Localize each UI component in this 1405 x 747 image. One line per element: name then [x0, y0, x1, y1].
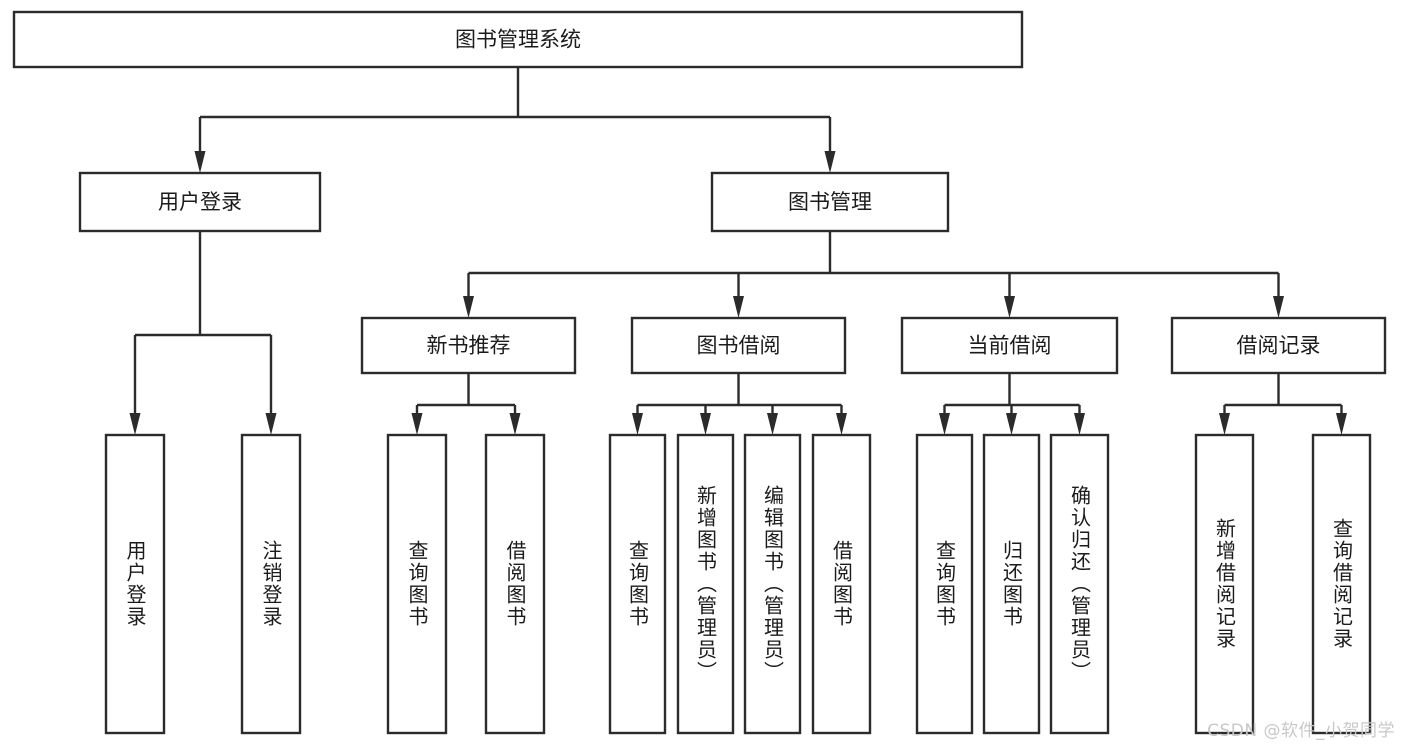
arrow-to-leaf-edit-book: [767, 413, 778, 435]
node-label-user-login: 用户登录: [158, 190, 242, 214]
arrow-to-book-borrow: [733, 296, 744, 318]
arrow-to-new-book-recommend: [463, 296, 474, 318]
node-box-book-borrow: [630, 316, 847, 375]
node-box-leaf-return-book: [982, 433, 1041, 735]
node-user-login[interactable]: 用户登录: [78, 171, 322, 233]
node-leaf-borrow-book[interactable]: [811, 433, 872, 735]
node-book-borrow[interactable]: 图书借阅: [630, 316, 847, 375]
node-leaf-add-borrow-record[interactable]: [1194, 433, 1255, 735]
arrow-to-leaf-borrow-book: [836, 413, 847, 435]
node-box-leaf-logout: [240, 433, 302, 735]
node-label-current-borrow: 当前借阅: [968, 334, 1052, 358]
node-label-book-borrow: 图书借阅: [697, 334, 781, 358]
node-leaf-query-book-current[interactable]: [915, 433, 974, 735]
arrow-to-leaf-borrow-book-recommend: [509, 413, 521, 435]
arrow-to-user-login: [194, 151, 206, 173]
node-label-new-book-recommend: 新书推荐: [427, 334, 511, 358]
arrow-to-leaf-query-book-current: [939, 413, 950, 435]
arrow-to-leaf-add-book: [700, 413, 711, 435]
node-new-book-recommend[interactable]: 新书推荐: [360, 316, 577, 375]
node-box-leaf-user-login: [104, 433, 166, 735]
node-box-root: [12, 10, 1024, 69]
node-box-leaf-add-borrow-record: [1194, 433, 1255, 735]
node-leaf-confirm-return[interactable]: [1049, 433, 1110, 735]
node-box-leaf-query-book-current: [915, 433, 974, 735]
arrow-to-leaf-return-book: [1006, 413, 1017, 435]
arrow-to-leaf-confirm-return: [1074, 413, 1085, 435]
arrow-to-leaf-query-book-borrow: [632, 413, 643, 435]
node-box-leaf-confirm-return: [1049, 433, 1110, 735]
node-label-book-manage: 图书管理: [788, 190, 872, 214]
node-label-borrow-record: 借阅记录: [1237, 334, 1321, 358]
arrow-to-leaf-query-borrow-record: [1336, 413, 1347, 435]
node-leaf-query-book-recommend[interactable]: [386, 433, 448, 735]
node-leaf-borrow-book-recommend[interactable]: [484, 433, 546, 735]
node-current-borrow[interactable]: 当前借阅: [900, 316, 1119, 375]
node-leaf-user-login[interactable]: [104, 433, 166, 735]
arrow-to-current-borrow: [1004, 296, 1015, 318]
node-box-leaf-query-book-recommend: [386, 433, 448, 735]
node-box-book-manage: [710, 171, 950, 233]
arrow-to-leaf-logout: [265, 413, 277, 435]
arrow-to-leaf-query-book-recommend: [411, 413, 423, 435]
node-label-root: 图书管理系统: [455, 28, 581, 52]
node-box-leaf-borrow-book-recommend: [484, 433, 546, 735]
node-box-leaf-query-book-borrow: [608, 433, 667, 735]
arrow-to-book-manage: [824, 151, 836, 173]
node-box-leaf-borrow-book: [811, 433, 872, 735]
node-book-manage[interactable]: 图书管理: [710, 171, 950, 233]
node-borrow-record[interactable]: 借阅记录: [1170, 316, 1387, 375]
node-box-leaf-edit-book: [743, 433, 802, 735]
node-box-leaf-add-book: [676, 433, 735, 735]
watermark-text: CSDN @软件_小贺同学: [1207, 721, 1395, 741]
node-leaf-edit-book[interactable]: [743, 433, 802, 735]
node-box-user-login: [78, 171, 322, 233]
node-leaf-query-borrow-record[interactable]: [1311, 433, 1372, 735]
node-leaf-logout[interactable]: [240, 433, 302, 735]
node-box-borrow-record: [1170, 316, 1387, 375]
node-leaf-add-book[interactable]: [676, 433, 735, 735]
node-root[interactable]: 图书管理系统: [12, 10, 1024, 69]
node-box-leaf-query-borrow-record: [1311, 433, 1372, 735]
arrow-to-leaf-add-borrow-record: [1219, 413, 1230, 435]
node-leaf-query-book-borrow[interactable]: [608, 433, 667, 735]
node-leaf-return-book[interactable]: [982, 433, 1041, 735]
arrow-to-leaf-user-login: [129, 413, 141, 435]
arrow-to-borrow-record: [1273, 296, 1284, 318]
